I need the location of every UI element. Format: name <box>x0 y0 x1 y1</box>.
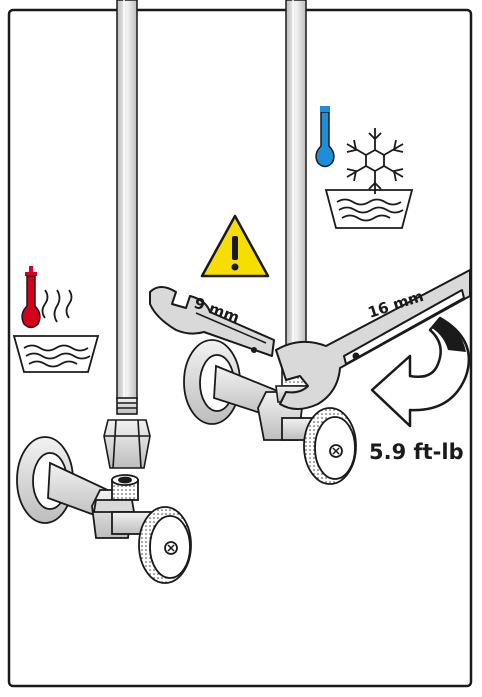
snowflake-icon <box>346 128 404 194</box>
right-angle-valve <box>183 339 357 485</box>
cold-water-thermometer-icon <box>315 106 335 168</box>
small-wrench <box>149 286 275 357</box>
left-angle-valve <box>16 436 192 584</box>
panel-border <box>7 8 473 688</box>
hot-steam-bowl-icon <box>12 289 100 373</box>
warning-triangle-icon <box>200 214 270 278</box>
cold-bowl-icon <box>324 189 414 229</box>
torque-label: 5.9 ft-lb <box>369 440 464 464</box>
hot-water-thermometer-icon <box>21 266 41 329</box>
right-supply-hose <box>285 0 307 349</box>
clockwise-arrow-icon <box>370 316 471 428</box>
left-supply-hose <box>116 0 138 401</box>
large-wrench <box>275 269 471 410</box>
left-hose-nut <box>103 397 151 469</box>
